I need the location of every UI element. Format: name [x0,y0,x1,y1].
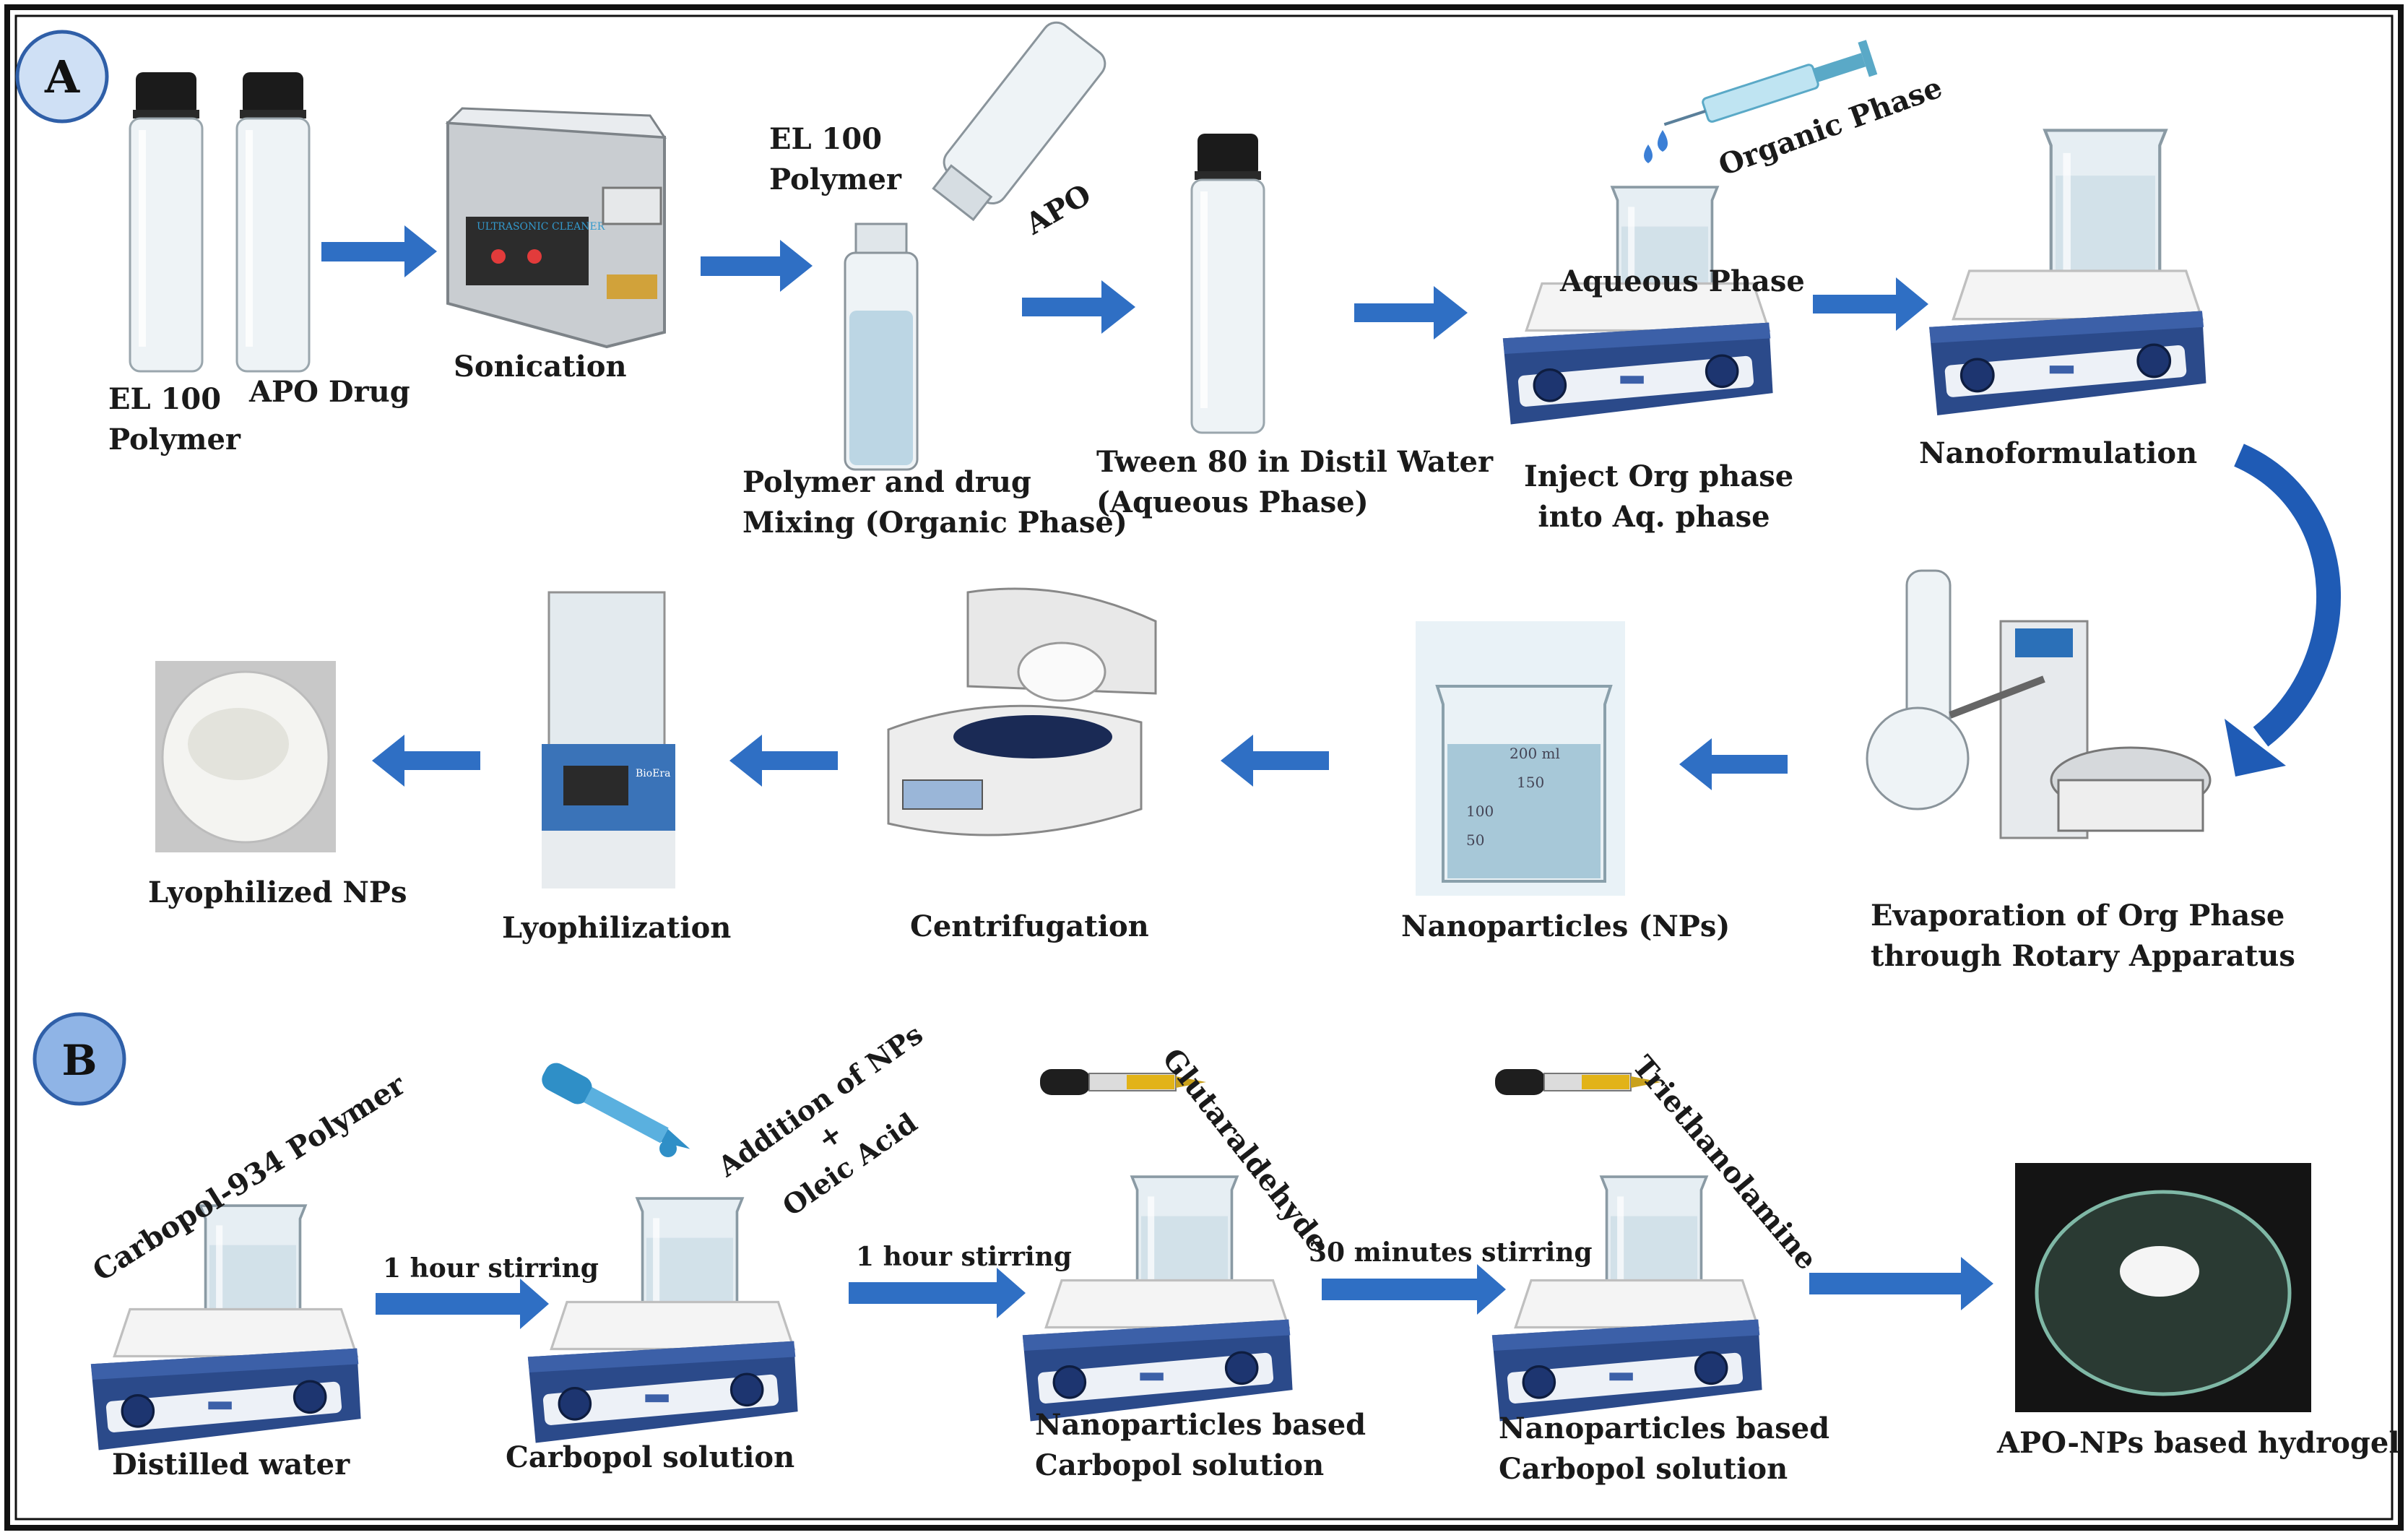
label-stir-3: 30 minutes stirring [1309,1237,1593,1268]
label-centrifugation: Centrifugation [910,909,1149,943]
label-lyophilization: Lyophilization [502,911,732,945]
label-nanoparticles: Nanoparticles (NPs) [1401,909,1731,943]
label-distilled-water: Distilled water [112,1448,350,1482]
dropper-drop-icon [659,1140,677,1157]
label-apo-drug: APO Drug [249,375,410,409]
label-nanoformulation: Nanoformulation [1919,436,2198,470]
arrows-row2 [372,735,1788,790]
arrows-row1 [321,225,1928,340]
beaker-mark-150: 150 [1517,774,1544,791]
open-vial-icon [844,222,919,471]
lyophilized-powder-icon [155,661,336,852]
arrows-row3 [376,1257,1993,1329]
panel-b-badge: B [33,1012,126,1106]
label-stir-2: 1 hour stirring [856,1242,1072,1272]
blue-dropper-icon [542,1063,690,1149]
inner-border [14,14,2394,1521]
beaker-mark-50: 50 [1466,831,1484,849]
beaker-mark-100: 100 [1466,803,1494,820]
ultrasonic-cleaner-icon: ULTRASONIC CLEANER [445,107,667,349]
nanoformulation-beaker-icon [2045,130,2165,285]
np-beaker-icon: 200 ml 150 100 50 [1416,621,1625,896]
panel-a-badge-text: A [44,51,80,103]
organic-phase-drops-icon [1644,130,1668,163]
lyophilizer-brand: BioEra [636,768,670,779]
panel-b-badge-text: B [61,1036,97,1085]
label-hydrogel: APO-NPs based hydrogel [1997,1426,2400,1460]
label-stir-1: 1 hour stirring [383,1253,599,1284]
syringe-icon [1663,40,1878,126]
tween-vial-icon [1190,134,1265,434]
sonicator-panel-text: ULTRASONIC CLEANER [477,221,605,233]
label-carbopol-solution: Carbopol solution [506,1440,795,1474]
label-sonication: Sonication [454,350,627,384]
lyophilizer-icon: BioEra [542,591,675,888]
label-lyophilized-nps: Lyophilized NPs [148,875,407,909]
beaker-mark-200: 200 ml [1510,745,1560,762]
centrifuge-icon [887,587,1157,836]
panel-a-badge: A [15,30,109,124]
hydrogel-petri-icon [2015,1163,2311,1412]
apo-drug-vial-icon [235,72,311,373]
el100-vial-icon [129,72,204,373]
curved-arrow-head [2225,719,2286,777]
curved-arrow [2233,444,2341,747]
label-tween80: Tween 80 in Distil Water(Aqueous Phase) [1096,445,1494,519]
label-aqueous-phase: Aqueous Phase [1560,264,1805,298]
apo-vial-icon [932,21,1106,222]
rotary-evaporator-icon [1866,569,2212,839]
